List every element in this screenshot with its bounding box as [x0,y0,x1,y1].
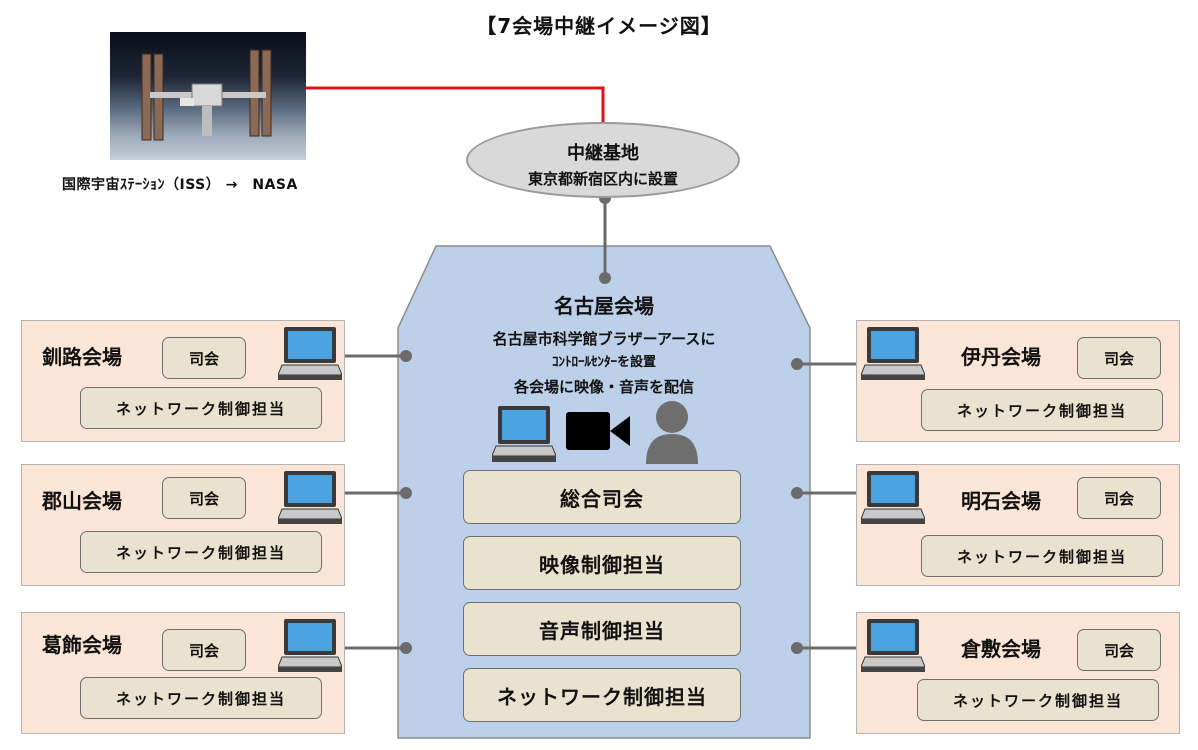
role-audio-control: 音声制御担当 [463,602,741,656]
center-desc-line1: 名古屋市科学館ブラザーアースに [492,330,716,348]
venue-name: 明石会場 [961,489,1041,513]
venue-itami: 伊丹会場 司会 ネットワーク制御担当 [856,320,1180,442]
laptop-icon [278,471,342,524]
iss-relay-line [306,86,605,124]
mc-label: 司会 [162,477,246,519]
iss-caption: 国際宇宙ｽﾃｰｼｮﾝ（ISS） → NASA [62,177,298,193]
venue-katsushika: 葛飾会場 司会 ネットワーク制御担当 [21,612,345,734]
center-desc-line3: 各会場に映像・音声を配信 [513,378,694,396]
laptop-icon [861,471,925,524]
center-venue-description: 名古屋市科学館ブラザーアースに ｺﾝﾄﾛｰﾙｾﾝﾀｰを設置 各会場に映像・音声を… [398,327,810,399]
laptop-icon [492,406,556,462]
laptop-icon [278,619,342,672]
network-label: ネットワーク制御担当 [921,535,1163,577]
relay-base: 中継基地 東京都新宿区内に設置 [466,122,740,198]
mc-label: 司会 [162,629,246,671]
connector-dot-koriyama [400,487,412,499]
network-label: ネットワーク制御担当 [917,679,1159,721]
laptop-icon [861,327,925,380]
venue-akashi: 明石会場 司会 ネットワーク制御担当 [856,464,1180,586]
iss-station-icon [141,49,272,141]
laptop-icon [278,327,342,380]
role-network-control: ネットワーク制御担当 [463,668,741,722]
connector-dot-akashi [791,487,803,499]
video-camera-icon [566,412,630,450]
mc-label: 司会 [162,337,246,379]
venue-koriyama: 郡山会場 司会 ネットワーク制御担当 [21,464,345,586]
role-video-control: 映像制御担当 [463,536,741,590]
mc-label: 司会 [1077,477,1161,519]
venue-kushiro: 釧路会場 司会 ネットワーク制御担当 [21,320,345,442]
relay-location: 東京都新宿区内に設置 [527,170,678,188]
laptop-icon [861,619,925,672]
network-label: ネットワーク制御担当 [80,387,322,429]
venue-name: 倉敷会場 [961,637,1041,661]
center-venue-name: 名古屋会場 [554,294,654,318]
iss-photo [110,32,306,160]
network-label: ネットワーク制御担当 [80,677,322,719]
relay-dot-bottom [599,272,611,284]
network-label: ネットワーク制御担当 [921,389,1163,431]
connector-dot-katsushika [400,642,412,654]
mc-label: 司会 [1077,337,1161,379]
role-general-mc: 総合司会 [463,470,741,524]
connector-dot-kurashiki [791,642,803,654]
venue-name: 釧路会場 [42,345,122,369]
connector-dot-kushiro [400,350,412,362]
diagram-title: 【7会場中継イメージ図】 [476,14,722,38]
venue-kurashiki: 倉敷会場 司会 ネットワーク制御担当 [856,612,1180,734]
mc-label: 司会 [1077,629,1161,671]
person-icon [646,401,698,464]
network-label: ネットワーク制御担当 [80,531,322,573]
center-desc-line2: ｺﾝﾄﾛｰﾙｾﾝﾀｰを設置 [551,355,656,370]
connector-dot-itami [791,358,803,370]
venue-name: 葛飾会場 [42,633,122,657]
venue-name: 郡山会場 [42,489,122,513]
relay-name: 中継基地 [567,143,639,164]
venue-name: 伊丹会場 [961,345,1041,369]
